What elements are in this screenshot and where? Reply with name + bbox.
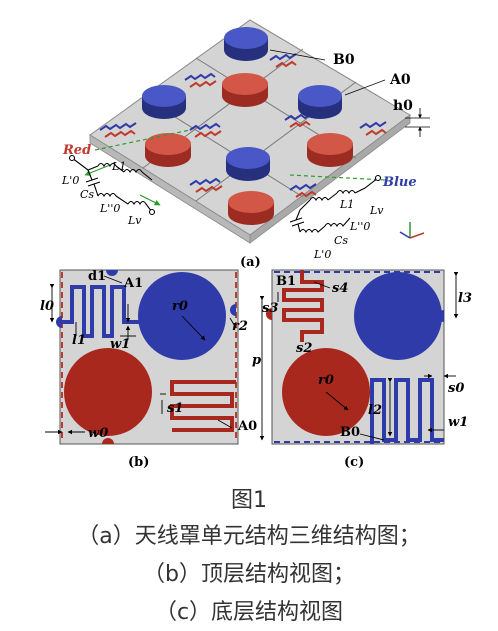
label-d1: d1 [88,269,106,284]
panel-label-a: (a) [240,255,261,270]
label-a0: A0 [389,72,411,88]
label-blue: Blue [382,175,417,190]
blue-patch-3 [298,85,342,119]
label-r2: r2 [232,319,248,334]
blue-meander-b [62,285,140,338]
label-b1: B1 [276,274,296,289]
label-cs-left: Cs [80,188,94,201]
label-b0-c: B0 [340,425,360,440]
panel-label-b: (b) [128,455,149,470]
label-w1-c: w1 [448,415,468,430]
label-l0p-right: L'0 [313,248,331,261]
fig-a-3d-view: B0 A0 h0 Red Blue L'0 L1 Cs L''0 Lv L1 L… [61,19,430,270]
label-cs-right: Cs [334,234,348,247]
red-patch-2 [145,133,191,167]
label-w1-b: w1 [110,337,130,352]
red-meander-c [282,270,324,342]
blue-patch-4 [226,147,270,181]
label-lv-left: Lv [127,214,142,227]
red-patch-1 [222,73,268,107]
label-l1: l1 [72,333,86,348]
substrate-side-right [249,114,411,244]
label-a0-b: A0 [237,419,257,434]
panel-label-c: (c) [344,455,364,470]
label-red: Red [62,143,91,158]
label-l0pp-right: L''0 [349,220,370,233]
label-l0: l0 [40,299,54,314]
label-s1: s1 [167,401,183,416]
figure-graphics: B0 A0 h0 Red Blue L'0 L1 Cs L''0 Lv L1 L… [40,19,472,470]
fig-b-top-layer: d1 A1 l0 r0 r2 l1 w1 s1 A0 w0 (b) [40,269,257,470]
fig-c-bottom-layer: B1 s4 s3 l3 s2 p r0 s0 l2 B0 w1 (c) [252,269,472,470]
label-b0: B0 [333,52,355,68]
red-patch-b [64,348,152,436]
blue-patch-c [354,272,442,360]
label-r0-b: r0 [172,299,188,314]
caption-line-c: （c）底层结构视图 [154,600,344,625]
label-s0: s0 [448,381,464,396]
red-patch-4 [228,191,274,225]
label-w0: w0 [88,426,108,441]
label-s2: s2 [296,341,312,356]
label-r0-c: r0 [318,373,334,388]
label-a1: A1 [123,276,143,291]
axes-icon [399,222,425,239]
caption-line-b: （b）顶层结构视图； [143,562,355,587]
red-patch-3 [307,133,353,167]
blue-meander-c [370,378,444,444]
label-p: p [252,353,261,368]
meander-lines [99,53,387,198]
label-l1-right: L1 [339,198,354,211]
label-h0: h0 [393,98,413,114]
label-l0p-left: L'0 [61,174,79,187]
label-s4: s4 [332,281,348,296]
label-l1-left: L1 [111,160,126,173]
circuit-left [68,154,156,216]
caption-title: 图1 [231,488,267,513]
caption-line-a: （a）天线罩单元结构三维结构图； [77,524,421,549]
label-lv-right: Lv [369,204,384,217]
label-s3: s3 [262,301,278,316]
red-meander-b [170,380,236,432]
label-l2: l2 [368,403,382,418]
label-l3: l3 [458,291,472,306]
blue-patch-2 [142,85,186,119]
blue-patch-1 [224,27,268,61]
label-l0pp-left: L''0 [99,202,120,215]
circuit-right [289,174,382,234]
